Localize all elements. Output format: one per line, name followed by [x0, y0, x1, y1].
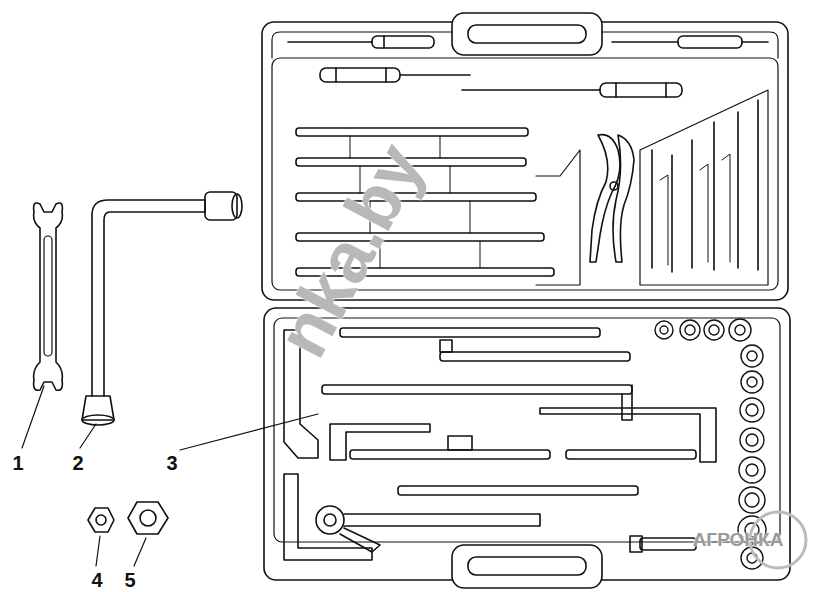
open-end-wrench [34, 203, 63, 390]
callout-number: 4 [91, 569, 102, 592]
callout-number: 5 [124, 569, 135, 592]
l-socket-wrench [82, 192, 242, 425]
nuts [88, 502, 168, 534]
callout-number: 1 [12, 452, 23, 475]
leader-lines [22, 386, 318, 566]
callout-number: 3 [166, 452, 177, 475]
callout-number: 2 [72, 452, 83, 475]
watermark-logo: АГРОНКА [693, 529, 784, 551]
